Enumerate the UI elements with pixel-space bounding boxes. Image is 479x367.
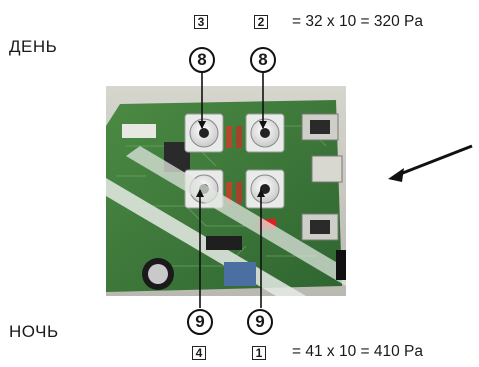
callout-9-left: 9 xyxy=(187,309,213,335)
night-label: НОЧЬ xyxy=(9,322,59,341)
circuit-board-illustration xyxy=(106,86,346,296)
digit-box-1: 1 xyxy=(252,346,266,360)
digit-box-3: 3 xyxy=(194,15,208,29)
rotary-dial-2 xyxy=(245,113,285,153)
day-label: ДЕНЬ xyxy=(9,37,58,56)
pointer-arrow xyxy=(394,144,473,178)
connector xyxy=(122,124,156,138)
digit-box-2: 2 xyxy=(254,15,268,29)
digit-box-4: 4 xyxy=(192,346,206,360)
label-sticker xyxy=(224,262,256,286)
callout-8-right: 8 xyxy=(250,47,276,73)
callout-8-left: 8 xyxy=(189,47,215,73)
rotary-dial-3 xyxy=(184,113,224,153)
rj-connectors xyxy=(301,113,343,241)
day-pressure-formula: = 32 x 10 = 320 Pa xyxy=(292,13,423,30)
callout-9-right: 9 xyxy=(247,309,273,335)
pointer-arrow-head xyxy=(388,168,404,182)
chip xyxy=(206,236,242,250)
display xyxy=(336,250,346,280)
circuit-board-photo xyxy=(106,86,346,296)
night-pressure-formula: = 41 x 10 = 410 Pa xyxy=(292,343,423,360)
